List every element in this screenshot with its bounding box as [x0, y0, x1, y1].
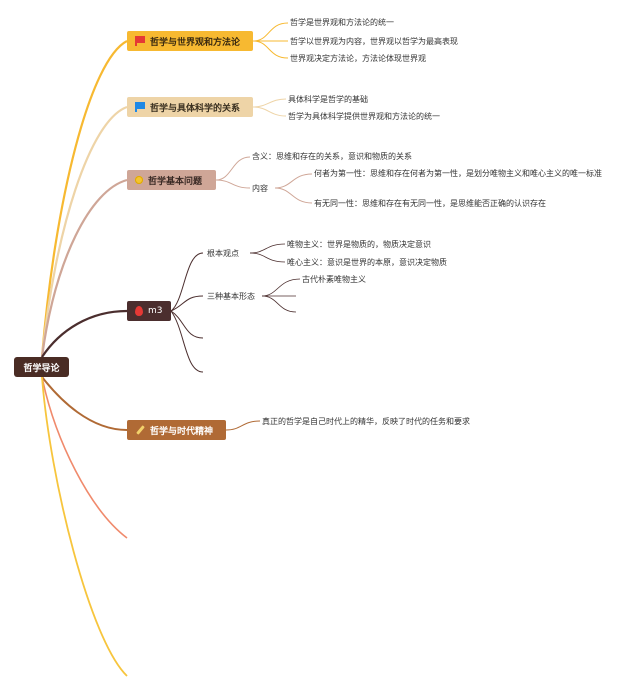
- connector-branch-5: [41, 376, 128, 431]
- branch-node-basic-question[interactable]: 哲学基本问题: [127, 170, 216, 190]
- leaf-node[interactable]: 唯物主义：世界是物质的，物质决定意识: [287, 240, 431, 249]
- leaf-node[interactable]: 真正的哲学是自己时代上的精华，反映了时代的任务和要求: [262, 417, 470, 426]
- leaf-node[interactable]: 含义：思维和存在的关系，意识和物质的关系: [252, 152, 412, 161]
- branch-label: 哲学与时代精神: [150, 426, 214, 437]
- leaf-node[interactable]: 何者为第一性：思维和存在何者为第一性，是划分唯物主义和唯心主义的唯一标准: [314, 169, 602, 178]
- leaf-node[interactable]: 哲学是世界观和方法论的统一: [290, 18, 394, 27]
- connector-branch-1: [40, 40, 128, 358]
- sub-branch-node[interactable]: 三种基本形态: [207, 292, 255, 301]
- leaf-node[interactable]: 哲学以世界观为内容，世界观以哲学为最高表现: [290, 37, 458, 46]
- branch-node-m3[interactable]: m3: [127, 301, 171, 321]
- sub-branch-node[interactable]: 根本观点: [207, 249, 239, 258]
- branch-label: 哲学与世界观和方法论: [150, 37, 241, 48]
- branch-label: 哲学基本问题: [148, 176, 203, 187]
- pencil-icon: [135, 425, 145, 435]
- connector-branch-4: [41, 309, 128, 358]
- connector-branch-6: [41, 376, 128, 539]
- branch-label: 哲学与具体科学的关系: [150, 103, 241, 114]
- leaf-node[interactable]: 具体科学是哲学的基础: [288, 95, 368, 104]
- leaf-node[interactable]: 古代朴素唯物主义: [302, 275, 366, 284]
- blue-flag-icon: [135, 102, 145, 112]
- fire-icon: [135, 306, 143, 316]
- connector-branch-2: [40, 105, 128, 358]
- red-flag-icon: [135, 36, 145, 46]
- root-node[interactable]: 哲学导论: [14, 357, 69, 377]
- lightbulb-icon: [135, 176, 143, 184]
- connector-branch-3: [40, 178, 128, 358]
- branch-node-spirit-of-age[interactable]: 哲学与时代精神: [127, 420, 226, 440]
- branch-node-specific-sciences[interactable]: 哲学与具体科学的关系: [127, 97, 253, 117]
- connector-branch-7: [41, 376, 128, 677]
- leaf-node[interactable]: 有无同一性：思维和存在有无同一性，是思维能否正确的认识存在: [314, 199, 546, 208]
- leaf-node[interactable]: 世界观决定方法论，方法论体现世界观: [290, 54, 426, 63]
- leaf-node[interactable]: 唯心主义：意识是世界的本原，意识决定物质: [287, 258, 447, 267]
- branch-node-worldview-methodology[interactable]: 哲学与世界观和方法论: [127, 31, 253, 51]
- branch-label: m3: [148, 306, 163, 316]
- sub-branch-node[interactable]: 内容: [252, 184, 268, 193]
- root-label: 哲学导论: [23, 363, 60, 374]
- leaf-node[interactable]: 哲学为具体科学提供世界观和方法论的统一: [288, 112, 440, 121]
